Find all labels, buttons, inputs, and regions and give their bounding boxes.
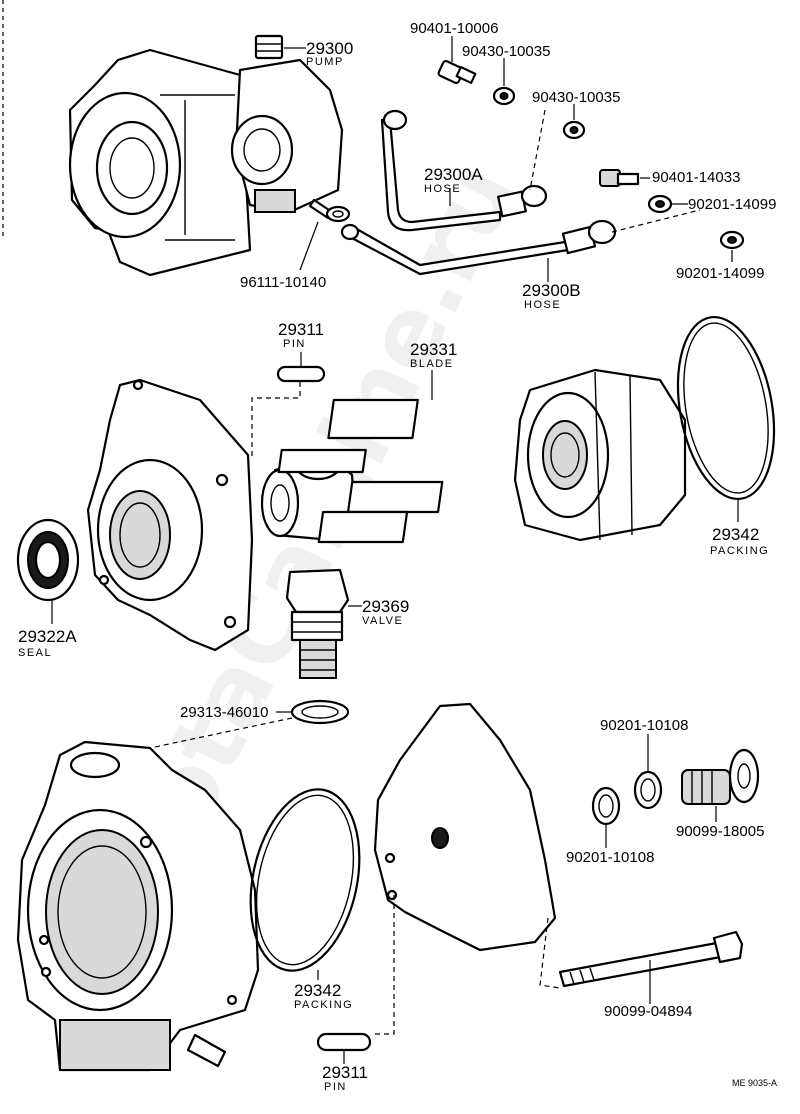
- label-90401-10006: 90401-10006: [410, 20, 498, 37]
- label-29322A-desc: SEAL: [18, 647, 52, 659]
- oil-seal-29322A: [16, 518, 80, 602]
- valve-29369: [285, 568, 350, 679]
- label-90099-18005: 90099-18005: [676, 823, 764, 840]
- hose-clamp-96111: [325, 205, 351, 223]
- label-96111-10140: 96111-10140: [240, 274, 326, 291]
- union-bolt-90401-10006: [437, 59, 477, 85]
- rear-housing: [16, 740, 260, 1072]
- washer-90430-10035-b: [562, 120, 586, 140]
- label-29300: 29300: [306, 39, 353, 58]
- union-bolt-90099-18005: [681, 748, 760, 805]
- label-29300-desc: PUMP: [306, 56, 344, 68]
- label-29369-desc: VALVE: [362, 615, 403, 627]
- hose-29300B: [340, 219, 617, 276]
- label-90430-10035-b: 90430-10035: [532, 89, 620, 106]
- label-29300A-desc: HOSE: [424, 183, 461, 195]
- label-29311-top: 29311: [278, 320, 324, 339]
- label-29342-top-desc: PACKING: [710, 545, 769, 557]
- reference-code: ME 9035-A: [732, 1078, 777, 1088]
- o-ring-29342-top: [676, 315, 776, 501]
- label-29300B-desc: HOSE: [524, 299, 561, 311]
- washer-90201-10108-b: [591, 786, 621, 826]
- label-29300A: 29300A: [424, 165, 483, 184]
- washer-90430-10035-a: [492, 86, 516, 106]
- dash-long-bolt: [539, 917, 561, 989]
- alternator-illustration: [68, 48, 252, 277]
- pin-29311-bottom: [316, 1032, 372, 1052]
- label-29342-bottom: 29342: [294, 981, 341, 1000]
- washer-90201-14099-a: [647, 194, 673, 214]
- union-bolt-90401-14033: [599, 169, 640, 187]
- blades-29331: [277, 398, 444, 544]
- vacuum-pump-assembly: [230, 34, 344, 220]
- o-ring-29342-bottom: [249, 788, 361, 972]
- dash-pin-bottom: [372, 895, 395, 1035]
- washer-90201-10108-a: [633, 770, 663, 810]
- label-29342-bottom-desc: PACKING: [294, 999, 353, 1011]
- dash-fittings-b: [611, 209, 701, 233]
- label-29311-bottom-desc: PIN: [324, 1081, 347, 1093]
- label-29311-bottom: 29311: [322, 1063, 368, 1082]
- hose-29300A: [380, 109, 548, 232]
- label-29311-top-desc: PIN: [283, 338, 306, 350]
- leader-96111-10140: [299, 221, 319, 271]
- pin-29311-top: [276, 365, 326, 383]
- label-90099-04894: 90099-04894: [604, 1003, 692, 1020]
- long-bolt-90099-04894: [558, 930, 744, 988]
- dash-gasket: [149, 717, 293, 749]
- label-29342-top: 29342: [712, 525, 759, 544]
- label-29313-46010: 29313-46010: [180, 704, 268, 721]
- dash-fittings-a: [529, 109, 546, 191]
- label-90201-10108-b: 90201-10108: [566, 849, 654, 866]
- label-90201-14099-a: 90201-14099: [688, 196, 776, 213]
- gasket-29313-46010: [290, 699, 350, 725]
- label-90430-10035-a: 90430-10035: [462, 43, 550, 60]
- label-29331: 29331: [410, 340, 457, 359]
- front-housing: [86, 378, 254, 652]
- label-29322A: 29322A: [18, 627, 77, 646]
- rotor-29331: [513, 368, 687, 542]
- dash-pin-top: [251, 382, 301, 460]
- label-29300B: 29300B: [522, 281, 581, 300]
- rear-cover-plate: [373, 702, 557, 952]
- label-29369: 29369: [362, 597, 409, 616]
- label-90201-14099-b: 90201-14099: [676, 265, 764, 282]
- label-90201-10108-a: 90201-10108: [600, 717, 688, 734]
- label-90401-14033: 90401-14033: [652, 169, 740, 186]
- washer-90201-14099-b: [719, 230, 745, 250]
- callout-labels: 29300 PUMP 90401-10006 90430-10035 90430…: [18, 20, 777, 1093]
- label-29331-desc: BLADE: [410, 358, 454, 370]
